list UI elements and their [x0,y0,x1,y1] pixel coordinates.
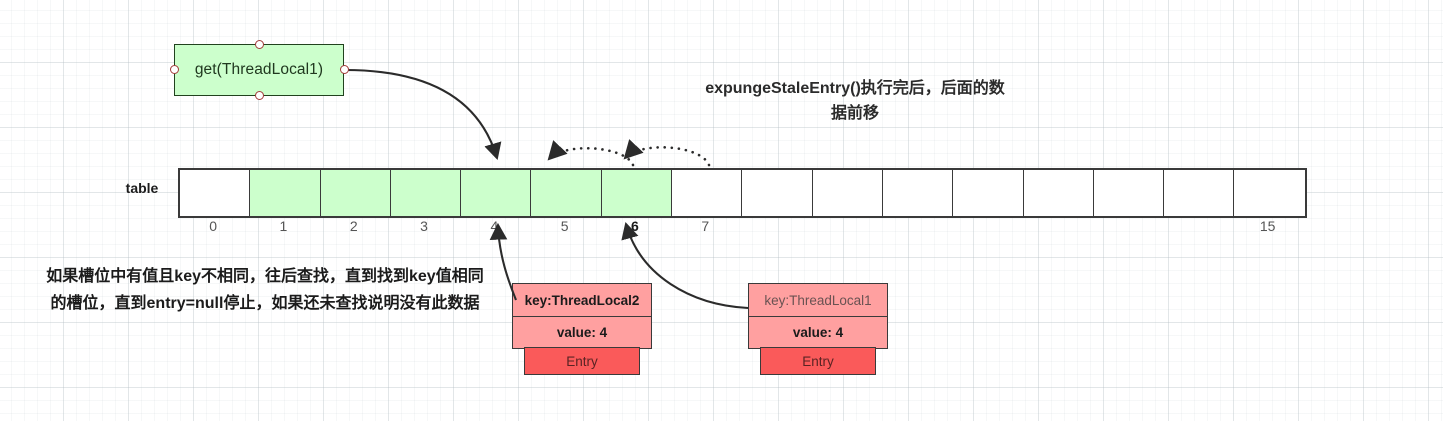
table-index-label: 6 [631,218,639,234]
entry-key-label: key:ThreadLocal1 [748,283,888,316]
table-cell[interactable] [1023,170,1094,216]
entry-threadlocal1: key:ThreadLocal1 value: 4 Entry [748,283,888,376]
table-cell[interactable] [672,170,743,216]
table-index-label: 1 [279,218,288,234]
entry-key-label: key:ThreadLocal2 [512,283,652,316]
table-cell[interactable] [601,170,673,216]
node-port-top[interactable] [255,40,264,49]
explanatory-note: 如果槽位中有值且key不相同，往后查找，直到找到key值相同的槽位，直到entr… [46,268,484,312]
table-cell[interactable] [953,170,1024,216]
headline-text: expungeStaleEntry()执行完后，后面的数据前移 [705,80,1005,122]
entry-threadlocal2: key:ThreadLocal2 value: 4 Entry [512,283,652,376]
table-index-label [740,218,810,238]
table-index-label [811,218,881,238]
table-cell[interactable] [320,170,391,216]
table-index-label [1022,218,1092,238]
table-index-labels: 0 1 2 3 4 5 6 7 15 [178,218,1303,238]
dotted-shift-arc-6-to-5 [547,140,635,167]
table-label: table [125,180,159,196]
dotted-shift-arc-7-to-6 [623,139,711,167]
get-node-label: get(ThreadLocal1) [194,61,324,78]
table-cell[interactable] [531,170,602,216]
table-index-label: 7 [701,218,710,234]
table-cell[interactable] [1093,170,1165,216]
entry-value-label: value: 4 [748,316,888,349]
table-index-label: 4 [490,218,499,234]
table-cell[interactable] [742,170,813,216]
table-index-label: 15 [1259,218,1276,234]
table-cell[interactable] [250,170,321,216]
table-cell[interactable] [882,170,954,216]
table-cell[interactable] [180,170,251,216]
get-threadlocal-node[interactable]: get(ThreadLocal1) [174,44,344,96]
table-cell[interactable] [1164,170,1235,216]
entry-value-label: value: 4 [512,316,652,349]
table-index-label: 3 [420,218,428,234]
entry-footer-label: Entry [524,347,640,376]
node-port-left[interactable] [170,65,179,74]
table-cell[interactable] [812,170,883,216]
table-index-label [951,218,1021,238]
entry-footer-label: Entry [760,347,876,376]
table-index-label [1092,218,1162,238]
table-cell[interactable] [1234,170,1305,216]
table-cell[interactable] [390,170,462,216]
table-cells [178,168,1307,218]
table-index-label [1162,218,1232,238]
node-port-right[interactable] [340,65,349,74]
table-cell[interactable] [461,170,532,216]
arrow-get-to-slot4 [344,68,502,161]
table-index-label: 2 [349,218,358,234]
table-index-label: 5 [560,218,569,234]
table-index-label [881,218,951,238]
node-port-bottom[interactable] [255,91,264,100]
table-index-label: 0 [209,218,218,234]
